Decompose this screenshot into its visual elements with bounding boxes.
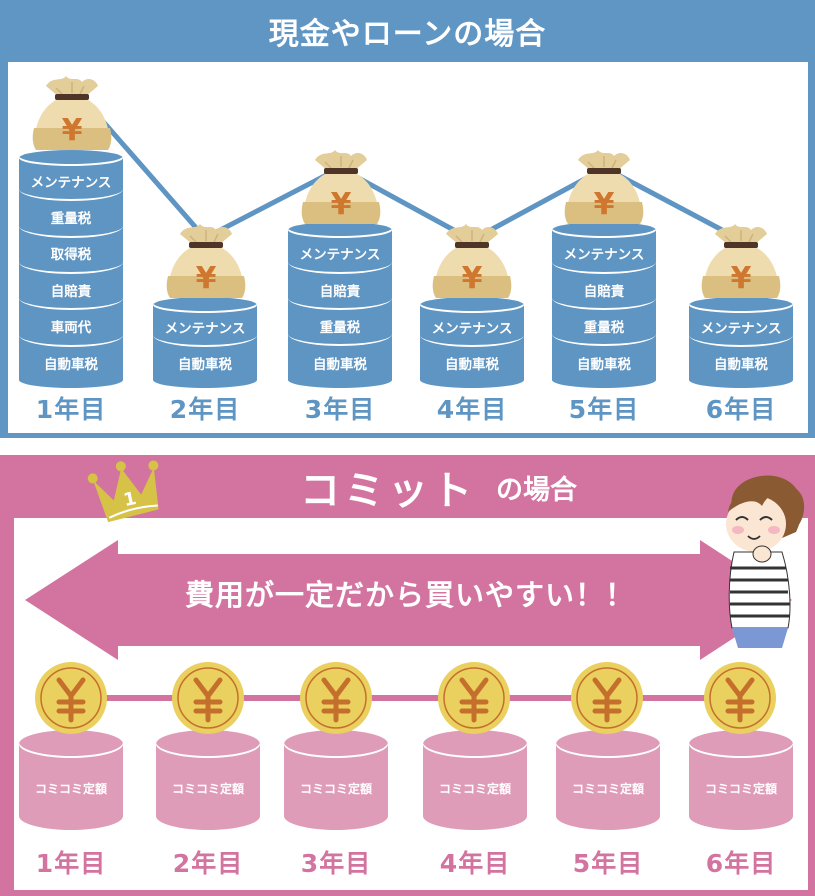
cost-item: 取得税 — [50, 246, 92, 263]
cost-item: 自動車税 — [577, 356, 631, 373]
year-label: 5年目 — [572, 849, 644, 878]
year-label: 1年目 — [35, 395, 107, 424]
tin-label: コミコミ定額 — [299, 782, 372, 796]
money-bag-icon — [700, 223, 782, 299]
cost-item: 自賠責 — [583, 283, 625, 300]
money-bag-icon — [300, 149, 382, 225]
money-bag-icon — [165, 223, 247, 299]
yen-coin-icon — [172, 662, 244, 734]
cost-item: 自動車税 — [178, 356, 232, 373]
year-label: 3年目 — [304, 395, 376, 424]
cost-item: 自動車税 — [714, 356, 768, 373]
cost-item: メンテナンス — [431, 320, 513, 337]
commit-title: コミット の場合 — [300, 462, 577, 514]
happy-woman-illustration — [726, 475, 805, 648]
double-arrow — [25, 538, 792, 662]
cost-item: 自動車税 — [44, 356, 98, 373]
tin-label: コミコミ定額 — [438, 782, 511, 796]
title-suffix: の場合 — [496, 474, 577, 506]
cost-item: 重量税 — [583, 319, 625, 336]
tin-label: コミコミ定額 — [704, 782, 777, 796]
money-bag-icon — [431, 223, 513, 299]
year-label: 5年目 — [568, 395, 640, 424]
cost-item: 自動車税 — [313, 356, 367, 373]
money-bag-icon — [563, 149, 645, 225]
tin-label: コミコミ定額 — [34, 782, 107, 796]
cost-item: 重量税 — [319, 319, 361, 336]
arrow-message: 費用が一定だから買いやすい！！ — [184, 578, 635, 612]
yen-coin-icon — [35, 662, 107, 734]
money-bag-icon — [31, 75, 113, 151]
cost-item: 自動車税 — [445, 356, 499, 373]
cash-loan-panel-body — [8, 62, 808, 433]
cost-item: メンテナンス — [700, 320, 782, 337]
year-label: 4年目 — [436, 395, 508, 424]
crown-icon: 1 — [87, 460, 159, 523]
coin-connector-line — [70, 695, 740, 701]
cost-item: 自賠責 — [319, 283, 361, 300]
year-label: 4年目 — [439, 849, 511, 878]
cost-item: 自賠責 — [50, 283, 92, 300]
year-label: 2年目 — [169, 395, 241, 424]
cash-loan-title: 現金やローンの場合 — [268, 17, 547, 52]
brand-name: コミット — [300, 468, 476, 514]
cost-item: メンテナンス — [30, 174, 112, 191]
yen-coin-icon — [704, 662, 776, 734]
yen-coin-icon — [571, 662, 643, 734]
cost-item: メンテナンス — [299, 246, 381, 263]
cost-item: 重量税 — [50, 210, 92, 227]
yen-coin-icon — [438, 662, 510, 734]
tin-label: コミコミ定額 — [171, 782, 244, 796]
tin-label: コミコミ定額 — [571, 782, 644, 796]
cost-item: メンテナンス — [164, 320, 246, 337]
cost-item: 車両代 — [50, 319, 92, 336]
year-label: 6年目 — [705, 849, 777, 878]
year-label: 1年目 — [35, 849, 107, 878]
cost-item: メンテナンス — [563, 246, 645, 263]
year-label: 2年目 — [172, 849, 244, 878]
yen-coin-icon — [300, 662, 372, 734]
svg-text:1: 1 — [122, 488, 139, 511]
year-label: 3年目 — [300, 849, 372, 878]
year-label: 6年目 — [705, 395, 777, 424]
coins-layer — [0, 660, 815, 750]
money-bags-layer: ¥ — [31, 75, 782, 299]
